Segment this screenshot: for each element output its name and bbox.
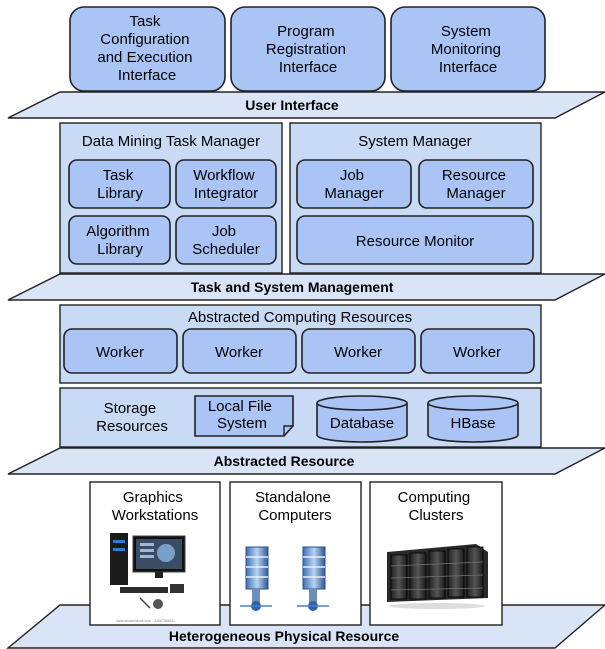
storage-resources-label: Storage Resources: [96, 400, 168, 435]
server-icon-1: [240, 546, 272, 611]
task-config-interface-box[interactable]: [69, 6, 226, 92]
user-interface-layer: Task Configuration and Execution Interfa…: [7, 6, 605, 119]
algorithm-library-label: Algorithm Library: [86, 223, 154, 258]
system-monitoring-interface-label: System Monitoring Interface: [431, 23, 505, 76]
resource-manager-box[interactable]: [418, 159, 534, 209]
hbase-label: HBase: [450, 415, 495, 432]
workflow-integrator-box[interactable]: [175, 159, 277, 209]
local-file-system-shape[interactable]: [194, 395, 294, 437]
server-icon-2: [297, 546, 329, 611]
worker-label-2: Worker: [215, 344, 263, 361]
resource-monitor-box[interactable]: [296, 215, 534, 265]
data-mining-task-manager-title: Data Mining Task Manager: [82, 133, 260, 150]
abstracted-resource-layer: Abstracted Computing Resources Worker Wo…: [7, 304, 605, 475]
hbase-cylinder[interactable]: [427, 395, 519, 443]
program-registration-interface-box[interactable]: [230, 6, 386, 92]
resource-monitor-label: Resource Monitor: [356, 233, 474, 250]
stock-image-caption: www.shutterstock.com · 2406786666: [116, 619, 173, 623]
database-label: Database: [330, 415, 394, 432]
worker-box-2[interactable]: [182, 328, 297, 374]
graphics-workstations-label: Graphics Workstations: [112, 489, 198, 524]
job-manager-label: Job Manager: [324, 167, 383, 202]
system-manager-title: System Manager: [358, 133, 471, 150]
user-interface-layer-label: User Interface: [245, 97, 339, 113]
worker-box-3[interactable]: [301, 328, 416, 374]
server-rack-icon: [387, 544, 488, 609]
task-config-interface-label: Task Configuration and Execution Interfa…: [97, 13, 196, 84]
worker-label-4: Worker: [453, 344, 501, 361]
program-registration-interface-label: Program Registration Interface: [266, 23, 350, 76]
task-library-label: Task Library: [97, 167, 143, 202]
computing-clusters-label: Computing Clusters: [398, 489, 475, 524]
task-system-layer: Data Mining Task Manager Task Library Wo…: [7, 122, 605, 301]
local-file-system-label: Local File System: [208, 398, 276, 432]
task-library-box[interactable]: [68, 159, 171, 209]
abstracted-resource-plate: [7, 447, 605, 475]
physical-resource-layer: Graphics Workstations www.shutterstock.c…: [6, 481, 605, 649]
worker-label-3: Worker: [334, 344, 382, 361]
system-monitoring-interface-box[interactable]: [390, 6, 546, 92]
abstracted-computing-title: Abstracted Computing Resources: [188, 309, 412, 326]
resource-manager-label: Resource Manager: [442, 167, 510, 202]
abstracted-resource-layer-label: Abstracted Resource: [214, 453, 355, 469]
workflow-integrator-label: Workflow Integrator: [193, 167, 259, 202]
task-system-layer-label: Task and System Management: [191, 279, 394, 295]
worker-box-1[interactable]: [63, 328, 178, 374]
user-interface-plate: [7, 91, 605, 119]
task-system-plate: [7, 273, 605, 301]
job-scheduler-label: Job Scheduler: [192, 223, 260, 258]
workstation-icon: [110, 533, 186, 609]
database-cylinder[interactable]: [316, 395, 408, 443]
worker-label-1: Worker: [96, 344, 144, 361]
algorithm-library-box[interactable]: [68, 215, 171, 265]
job-scheduler-box[interactable]: [175, 215, 277, 265]
job-manager-box[interactable]: [296, 159, 412, 209]
worker-box-4[interactable]: [420, 328, 535, 374]
physical-resource-layer-label: Heterogeneous Physical Resource: [169, 628, 400, 644]
standalone-computers-label: Standalone Computers: [255, 489, 335, 524]
document-fold-icon: [283, 425, 293, 436]
